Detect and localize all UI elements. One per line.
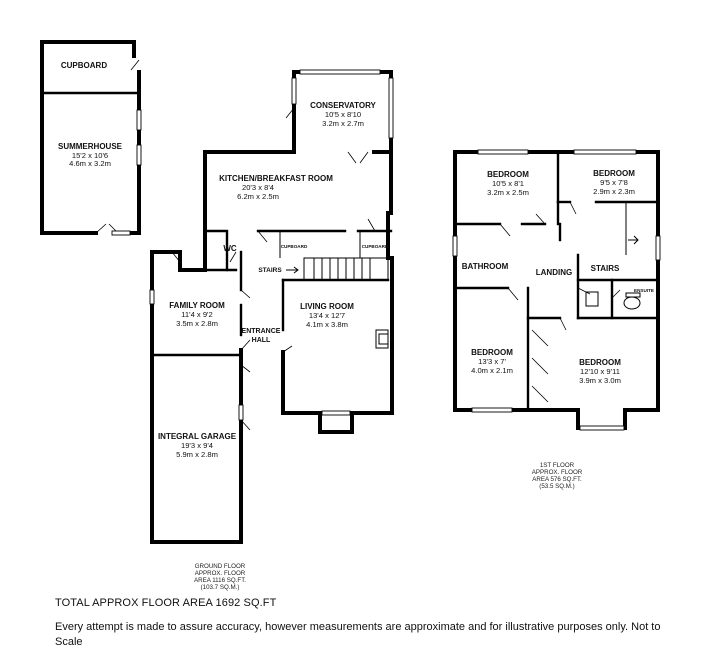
ensuite-label: ENSUITE: [634, 288, 654, 293]
living-room-dim-imperial: 13'4 x 12'7: [309, 311, 345, 320]
disclaimer-note: Every attempt is made to assure accuracy…: [55, 621, 661, 648]
first-floor-caption-4: (53.5 SQ.M.): [539, 483, 574, 490]
living-room-name: LIVING ROOM: [300, 302, 354, 311]
landing-label: LANDING: [536, 268, 572, 277]
ff-bedroom1-name: BEDROOM: [487, 170, 529, 179]
cupboard-right-label: CUPBOARD: [362, 244, 389, 249]
ff-bedroom2-dim-metric: 2.9m x 2.3m: [593, 187, 635, 196]
garage-name: INTEGRAL GARAGE: [158, 432, 237, 441]
first-floor: BEDROOM 10'5 x 8'1 3.2m x 2.5m BEDROOM 9…: [452, 149, 661, 490]
bathroom-label: BATHROOM: [462, 262, 509, 271]
ground-floor: CONSERVATORY 10'5 x 8'10 3.2m x 2.7m KIT…: [149, 69, 394, 591]
first-floor-caption-2: APPROX. FLOOR: [532, 469, 583, 476]
conservatory-dim-metric: 3.2m x 2.7m: [322, 119, 364, 128]
first-floor-caption-1: 1ST FLOOR: [540, 462, 575, 469]
summerhouse-dim-metric: 4.6m x 3.2m: [69, 159, 111, 168]
first-floor-caption-3: AREA 576 SQ.FT.: [532, 476, 582, 483]
ff-stairs-label: STAIRS: [591, 264, 620, 273]
ground-floor-caption-4: (103.7 SQ.M.): [201, 584, 240, 591]
kitchen-name: KITCHEN/BREAKFAST ROOM: [219, 174, 333, 183]
cupboard-left-label: CUPBOARD: [281, 244, 308, 249]
ground-floor-caption-2: APPROX. FLOOR: [195, 570, 246, 577]
ground-stairs-label: STAIRS: [258, 267, 282, 274]
family-room-dim-imperial: 11'4 x 9'2: [181, 310, 212, 319]
kitchen-dim-metric: 6.2m x 2.5m: [237, 192, 279, 201]
conservatory-name: CONSERVATORY: [310, 101, 376, 110]
ff-bedroom1-dim-metric: 3.2m x 2.5m: [487, 188, 529, 197]
total-floor-area: TOTAL APPROX FLOOR AREA 1692 SQ.FT: [55, 597, 277, 609]
conservatory-dim-imperial: 10'5 x 8'10: [325, 110, 361, 119]
summerhouse-name: SUMMERHOUSE: [58, 142, 123, 151]
ground-floor-caption-1: GROUND FLOOR: [195, 563, 246, 570]
entrance-hall-line2: HALL: [252, 337, 271, 344]
entrance-hall-line1: ENTRANCE: [242, 328, 281, 335]
ff-bedroom1-dim-imperial: 10'5 x 8'1: [492, 179, 524, 188]
ff-bedroom4-dim-imperial: 12'10 x 9'11: [580, 367, 620, 376]
ff-bedroom3-name: BEDROOM: [471, 348, 513, 357]
wc-label: WC: [223, 244, 237, 253]
ff-bedroom2-dim-imperial: 9'5 x 7'8: [600, 178, 628, 187]
ff-bedroom3-dim-metric: 4.0m x 2.1m: [471, 366, 513, 375]
kitchen-dim-imperial: 20'3 x 8'4: [242, 183, 274, 192]
summerhouse-cupboard-label: CUPBOARD: [61, 61, 107, 70]
summerhouse: CUPBOARD SUMMERHOUSE 15'2 x 10'6 4.6m x …: [40, 40, 142, 236]
ff-bedroom4-dim-metric: 3.9m x 3.0m: [579, 376, 621, 385]
family-room-name: FAMILY ROOM: [169, 301, 225, 310]
summerhouse-dim-imperial: 15'2 x 10'6: [72, 151, 108, 160]
ff-bedroom4-name: BEDROOM: [579, 358, 621, 367]
garage-dim-metric: 5.9m x 2.8m: [176, 450, 218, 459]
ff-bedroom2-name: BEDROOM: [593, 169, 635, 178]
ground-floor-caption-3: AREA 1116 SQ.FT.: [194, 577, 246, 584]
ff-bedroom3-dim-imperial: 13'3 x 7': [478, 357, 506, 366]
ground-stair-treads: [313, 258, 371, 280]
family-room-dim-metric: 3.5m x 2.8m: [176, 319, 218, 328]
garage-dim-imperial: 19'3 x 9'4: [181, 441, 213, 450]
living-room-dim-metric: 4.1m x 3.8m: [306, 320, 348, 329]
